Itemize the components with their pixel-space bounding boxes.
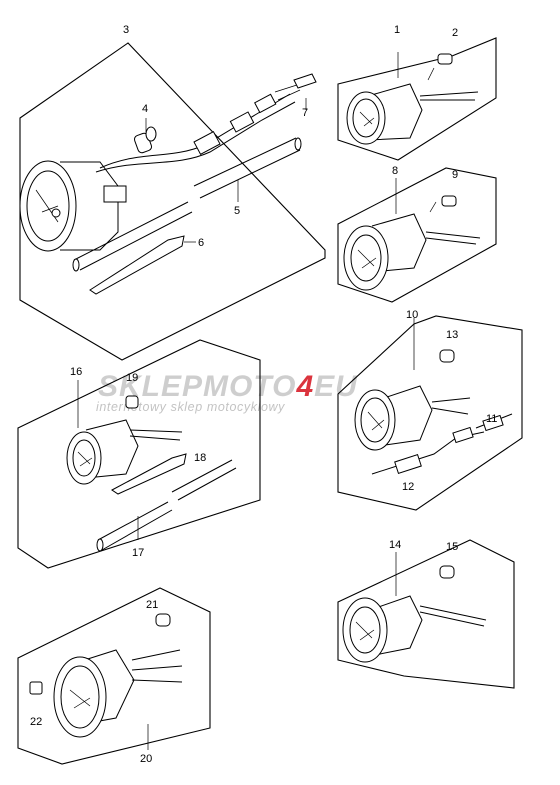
part-number-2: 2 bbox=[452, 27, 458, 39]
part-number-15: 15 bbox=[446, 541, 458, 553]
panel-kit-20 bbox=[17, 587, 211, 765]
watermark-brand-number: 4 bbox=[295, 370, 314, 403]
part-number-7: 7 bbox=[302, 107, 308, 119]
part-number-5: 5 bbox=[234, 205, 240, 217]
part-number-17: 17 bbox=[132, 547, 144, 559]
part-number-20: 20 bbox=[140, 753, 152, 765]
panel-kit-10 bbox=[337, 315, 523, 511]
part-number-3: 3 bbox=[123, 24, 129, 36]
part-number-8: 8 bbox=[392, 165, 398, 177]
part-number-6: 6 bbox=[198, 237, 204, 249]
watermark-brand-right: EU bbox=[314, 370, 358, 403]
panel-kit-1 bbox=[337, 37, 497, 161]
panel-kit-16 bbox=[17, 339, 261, 569]
part-number-18: 18 bbox=[194, 452, 206, 464]
part-number-labels: 3 1 2 4 7 5 6 8 9 10 13 11 12 16 19 18 1… bbox=[30, 24, 497, 765]
part-number-4: 4 bbox=[142, 103, 148, 115]
part-number-14: 14 bbox=[389, 539, 401, 551]
part-number-9: 9 bbox=[452, 169, 458, 181]
part-number-19: 19 bbox=[126, 372, 138, 384]
bulb-socket-4 bbox=[133, 126, 157, 154]
part-number-11: 11 bbox=[486, 413, 497, 425]
watermark-tagline: internetowy sklep motocyklowy bbox=[96, 400, 285, 414]
part-number-12: 12 bbox=[402, 481, 414, 493]
large-gauge bbox=[19, 160, 127, 252]
part-number-21: 21 bbox=[146, 599, 158, 611]
part-number-10: 10 bbox=[406, 309, 418, 321]
part-number-13: 13 bbox=[446, 329, 458, 341]
part-number-1: 1 bbox=[394, 24, 400, 36]
panel-kit-8 bbox=[337, 167, 497, 303]
part-number-16: 16 bbox=[70, 366, 82, 378]
panel-kit-3 bbox=[19, 42, 326, 361]
part-number-22: 22 bbox=[30, 716, 42, 728]
panel-kit-14 bbox=[337, 539, 515, 689]
